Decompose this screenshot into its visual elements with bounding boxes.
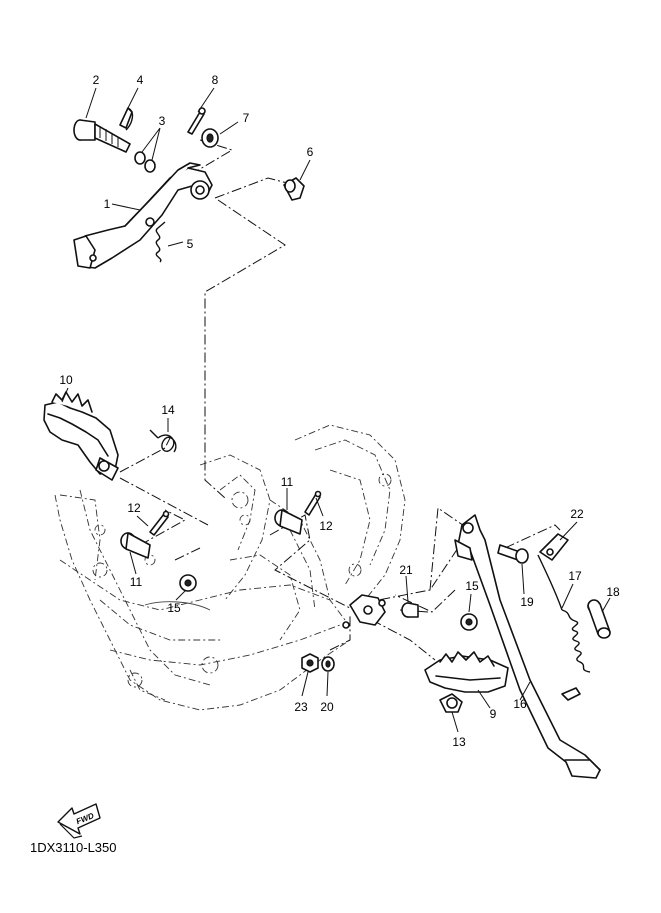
leader-lines [61, 87, 611, 733]
bracket-right [342, 594, 386, 629]
collar-18 [587, 599, 611, 639]
plate-22 [539, 533, 569, 561]
callout-9: 9 [490, 707, 497, 721]
callout-17: 17 [568, 569, 582, 583]
callout-20: 20 [320, 700, 334, 714]
washer-15-left [179, 574, 197, 592]
sidestand [454, 514, 601, 779]
pin-6 [283, 177, 305, 201]
callout-13: 13 [452, 735, 466, 749]
callout-18: 18 [606, 585, 620, 599]
callout-numbers: 1 2 3 4 5 6 7 8 9 10 11 11 12 12 13 14 1… [59, 73, 620, 749]
pin-11-right [274, 509, 303, 535]
callout-10: 10 [59, 373, 73, 387]
callout-5: 5 [187, 237, 194, 251]
callout-3: 3 [159, 114, 166, 128]
pin-11-left [120, 532, 151, 559]
brake-pedal [73, 162, 213, 269]
collar-21 [401, 602, 419, 618]
callout-12-right: 12 [319, 519, 333, 533]
clip [119, 107, 134, 131]
callout-1: 1 [104, 197, 111, 211]
spring-13 [439, 693, 463, 713]
spring-17 [537, 554, 591, 673]
callout-14: 14 [161, 403, 175, 417]
washer-20 [321, 656, 335, 672]
spring-5 [155, 221, 166, 263]
spring-14 [149, 429, 177, 453]
callout-15-left: 15 [167, 601, 181, 615]
callout-7: 7 [243, 111, 250, 125]
pivot-bolt [73, 119, 131, 153]
callout-2: 2 [93, 73, 100, 87]
footrest-left [43, 391, 119, 481]
callout-8: 8 [212, 73, 219, 87]
fwd-arrow-icon: FWD [57, 803, 101, 839]
callout-15-right: 15 [465, 579, 479, 593]
callout-4: 4 [137, 73, 144, 87]
washer-15-right [460, 613, 478, 631]
bolt-19 [497, 544, 529, 564]
o-rings [134, 151, 156, 173]
frame-outline [54, 424, 406, 711]
callout-19: 19 [520, 595, 534, 609]
cotter-pin-12-left [149, 510, 170, 536]
callout-21: 21 [399, 563, 413, 577]
footrest-right [424, 651, 509, 693]
callout-11-left: 11 [130, 575, 143, 589]
washer-7 [201, 128, 219, 148]
callout-11-right: 11 [281, 475, 294, 489]
callout-12-left: 12 [127, 501, 141, 515]
callout-6: 6 [307, 145, 314, 159]
drawing-code: 1DX3110-L350 [30, 840, 117, 855]
callout-23: 23 [294, 700, 308, 714]
callout-16: 16 [513, 697, 527, 711]
cotter-pin-8 [187, 107, 206, 135]
nut-23 [301, 653, 319, 673]
callout-22: 22 [570, 507, 584, 521]
